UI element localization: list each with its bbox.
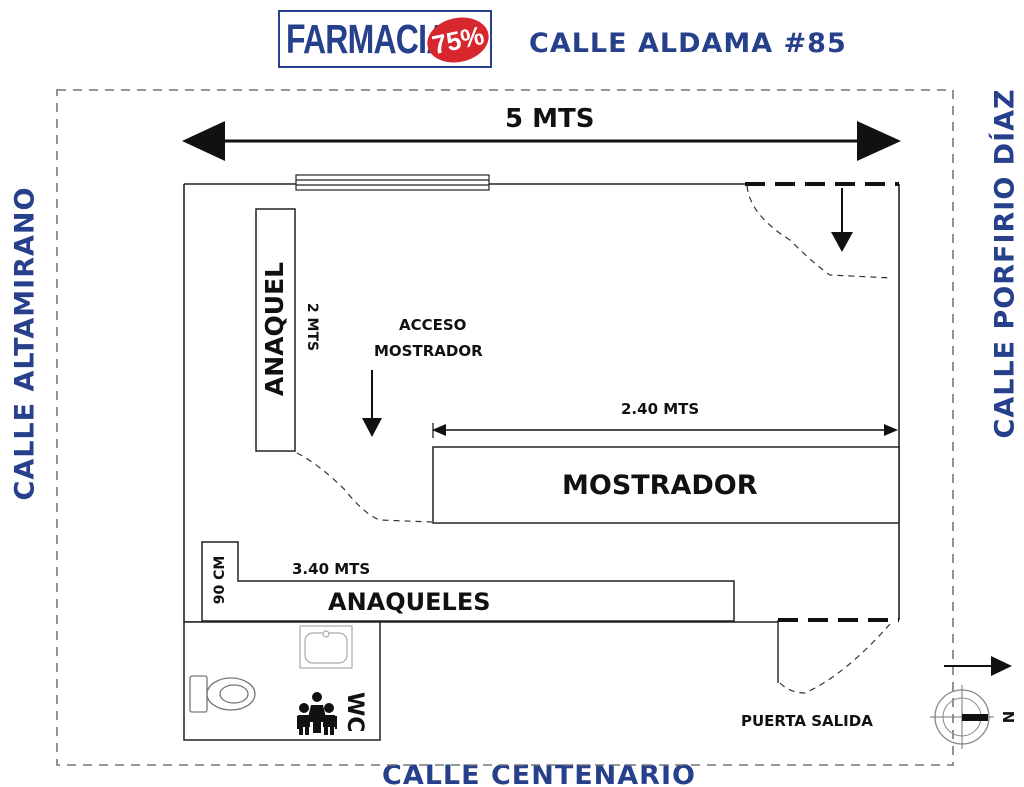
street-top: CALLE ALDAMA #85 xyxy=(529,28,847,59)
anaqueles-label: ANAQUELES xyxy=(328,588,491,616)
mostrador-counter xyxy=(432,446,900,524)
mostrador-dimension-label: 2.40 MTS xyxy=(621,400,700,418)
anaqueles-shelf xyxy=(201,541,735,622)
access-label-line-1: ACCESO xyxy=(399,316,467,334)
exit-door xyxy=(777,618,899,694)
anaquel-label: ANAQUEL xyxy=(260,261,289,397)
compass-north-label: N xyxy=(999,710,1017,724)
anaqueles-depth-label: 90 CM xyxy=(212,555,228,605)
width-dimension-arrow xyxy=(182,121,901,161)
anaqueles-dimension-label: 3.40 MTS xyxy=(292,560,371,578)
top-door xyxy=(745,182,899,279)
sink-icon xyxy=(299,625,353,669)
logo-word: FARMACIA xyxy=(286,16,449,62)
restroom-people-icon xyxy=(297,692,337,735)
exit-door-label: PUERTA SALIDA xyxy=(741,712,873,730)
mostrador-label: MOSTRADOR xyxy=(562,470,758,501)
access-swing xyxy=(296,370,433,523)
mostrador-dimension-arrow xyxy=(432,423,898,438)
access-label-line-2: MOSTRADOR xyxy=(374,342,483,360)
toilet-icon xyxy=(189,675,256,713)
wc-label: WC xyxy=(342,692,367,733)
window xyxy=(295,174,490,191)
pharmacy-logo: FARMACIA 75% xyxy=(278,10,493,68)
compass-icon xyxy=(930,656,1012,749)
anaquel-dimension-label: 2 MTS xyxy=(304,302,320,352)
width-dimension-label: 5 MTS xyxy=(505,104,595,134)
anaquel-shelf xyxy=(255,208,296,452)
lot-boundary xyxy=(56,89,954,766)
